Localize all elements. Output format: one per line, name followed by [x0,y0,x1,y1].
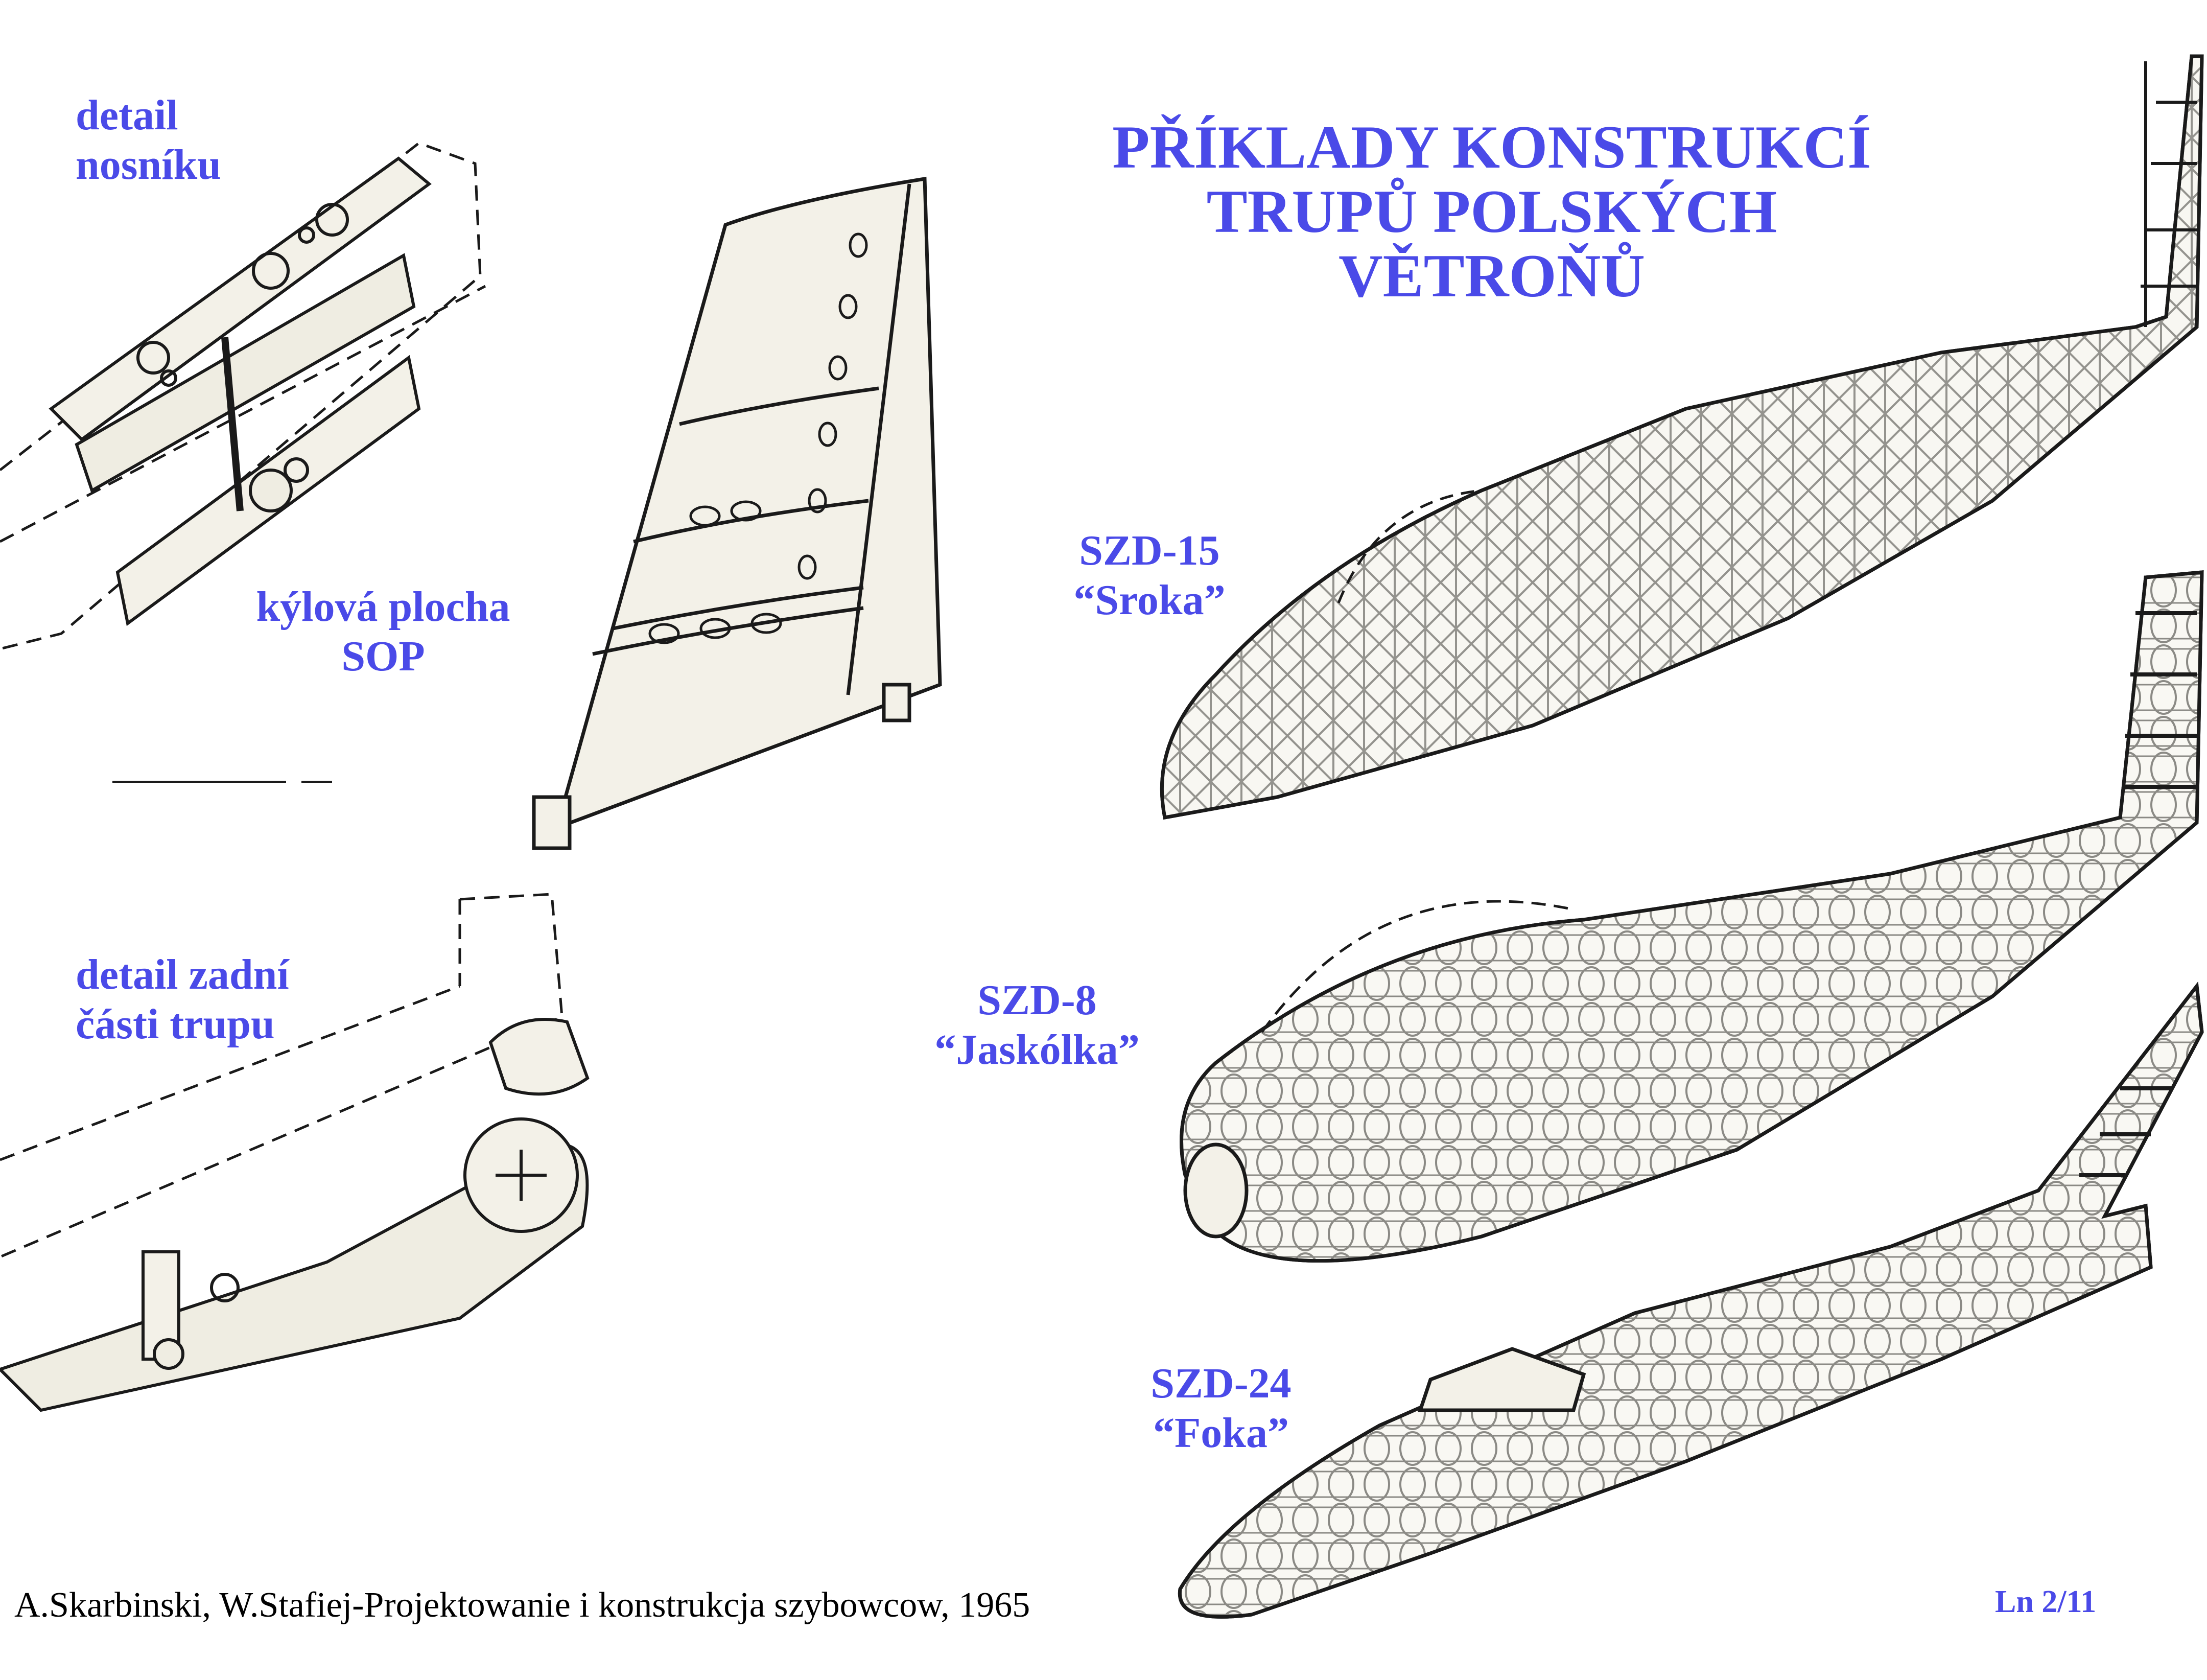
fin-line-1: kýlová plocha [256,583,510,631]
spar-detail-line-1: detail [76,91,178,139]
rear-detail-line-2: části trupu [76,1000,275,1048]
szd8-name: “Jaskólka” [934,1025,1140,1074]
label-szd15: SZD-15 “Sroka” [1047,526,1252,625]
label-fin: kýlová plocha SOP [225,582,542,681]
szd24-fuselage-drawing [1178,982,2204,1619]
title-line-3: VĚTROŇŮ [1338,242,1646,310]
rear-fuselage-drawing [0,893,590,1412]
spar-detail-line-2: nosníku [76,141,221,189]
title-line-1: PŘÍKLADY KONSTRUKCÍ [1112,113,1871,181]
label-szd24: SZD-24 “Foka” [1114,1359,1328,1458]
fin-drawing [532,176,942,850]
label-rear-detail: detail zadní části trupu [76,950,289,1049]
rear-detail-line-1: detail zadní [76,951,289,998]
spar-detail-drawing [0,142,486,650]
szd24-code: SZD-24 [1151,1360,1292,1407]
szd15-code: SZD-15 [1079,527,1220,574]
page-reference: Ln 2/11 [1995,1584,2097,1619]
title-line-2: TRUPŮ POLSKÝCH [1206,177,1777,245]
page-title: PŘÍKLADY KONSTRUKCÍ TRUPŮ POLSKÝCH VĚTRO… [1047,115,1936,308]
fin-line-2: SOP [341,632,425,680]
szd8-code: SZD-8 [977,976,1097,1024]
label-szd8: SZD-8 “Jaskólka” [909,976,1165,1075]
szd8-fuselage-drawing [1180,570,2204,1263]
szd15-name: “Sroka” [1073,576,1226,624]
source-citation: A.Skarbinski, W.Stafiej-Projektowanie i … [14,1585,1030,1625]
label-spar-detail: detail nosníku [76,91,221,190]
szd24-name: “Foka” [1153,1409,1289,1457]
szd15-fuselage-drawing [1160,54,2204,820]
